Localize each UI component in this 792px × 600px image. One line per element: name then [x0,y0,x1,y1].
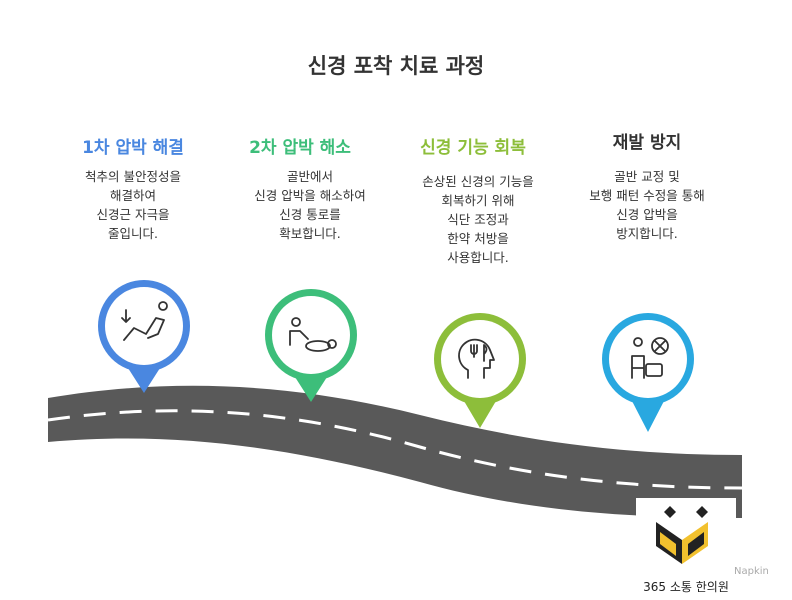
step-1-description: 척추의 불안정성을 해결하여 신경근 자극을 줄입니다. [85,169,181,241]
step-2-heading: 2차 압박 해소 [249,138,351,158]
person-reclining-arrow-icon [121,301,168,341]
person-no-lifting-icon [631,337,669,379]
step-3-description: 손상된 신경의 기능을 회복하기 위해 식단 조정과 한약 처방을 사용합니다. [422,174,534,265]
clinic-logo [636,498,736,600]
napkin-watermark: Napkin [734,566,769,577]
step-2-pin [265,289,357,402]
step-4-pin [602,313,694,432]
step-2-description: 골반에서 신경 압박을 해소하여 신경 통로를 확보합니다. [254,169,366,241]
massage-therapy-icon [289,317,337,352]
step-3-pin [434,313,526,428]
head-fork-knife-icon [458,338,495,379]
road-surface [48,385,742,518]
road-center-dashes [47,409,743,490]
step-1-pin [98,280,190,393]
step-4-description: 골반 교정 및 보행 패턴 수정을 통해 신경 압박을 방지합니다. [589,169,705,241]
step-1-heading: 1차 압박 해결 [82,138,184,158]
logo-mark-icon [656,506,708,564]
step-3-heading: 신경 기능 회복 [420,138,526,158]
clinic-logo-text: 365 소통 한의원 [643,580,729,594]
step-4-heading: 재발 방지 [612,133,682,153]
diagram-title: 신경 포착 치료 과정 [307,54,485,78]
